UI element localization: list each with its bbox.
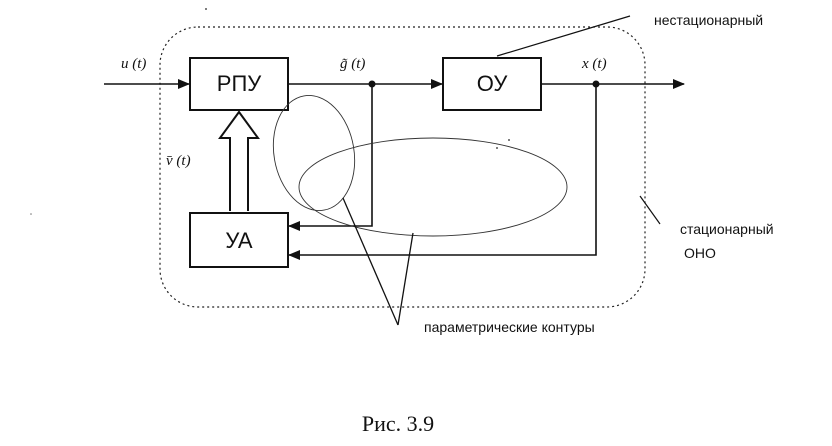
parametric-contour-1 [272,95,356,211]
adaptation-arrow [218,110,260,211]
scan-speck [496,147,498,149]
figure-caption: Рис. 3.9 [362,411,434,436]
scan-speck [30,213,32,215]
ua-block [189,212,289,268]
adaptation-signal-label: v̄ (t) [166,153,191,169]
parametric-leader-2 [397,232,414,326]
rpu-label: РПУ [217,71,262,96]
stationary-leader [639,195,661,225]
scan-speck [508,139,510,141]
intermediate-signal-label: g̃ (t) [340,56,365,72]
ua-label: УА [225,228,253,253]
parametric-label: параметрические контуры [424,319,595,335]
ou-label: ОУ [477,71,509,96]
input-signal-label: u (t) [121,56,146,72]
nonstationary-leader [496,15,631,57]
stationary-object-boundary [159,26,646,308]
parametric-leader-1 [342,197,399,326]
feedback-output [288,84,597,260]
output-signal-label: x (t) [581,56,607,72]
rpu-block [189,57,289,111]
feedback-intermediate [288,84,373,231]
stationary-label-line2: ОНО [684,245,716,261]
nonstationary-label: нестационарный [654,12,763,28]
stationary-label-line1: стационарный [680,221,774,237]
scan-speck [205,8,207,10]
parametric-contour-2 [298,137,568,237]
